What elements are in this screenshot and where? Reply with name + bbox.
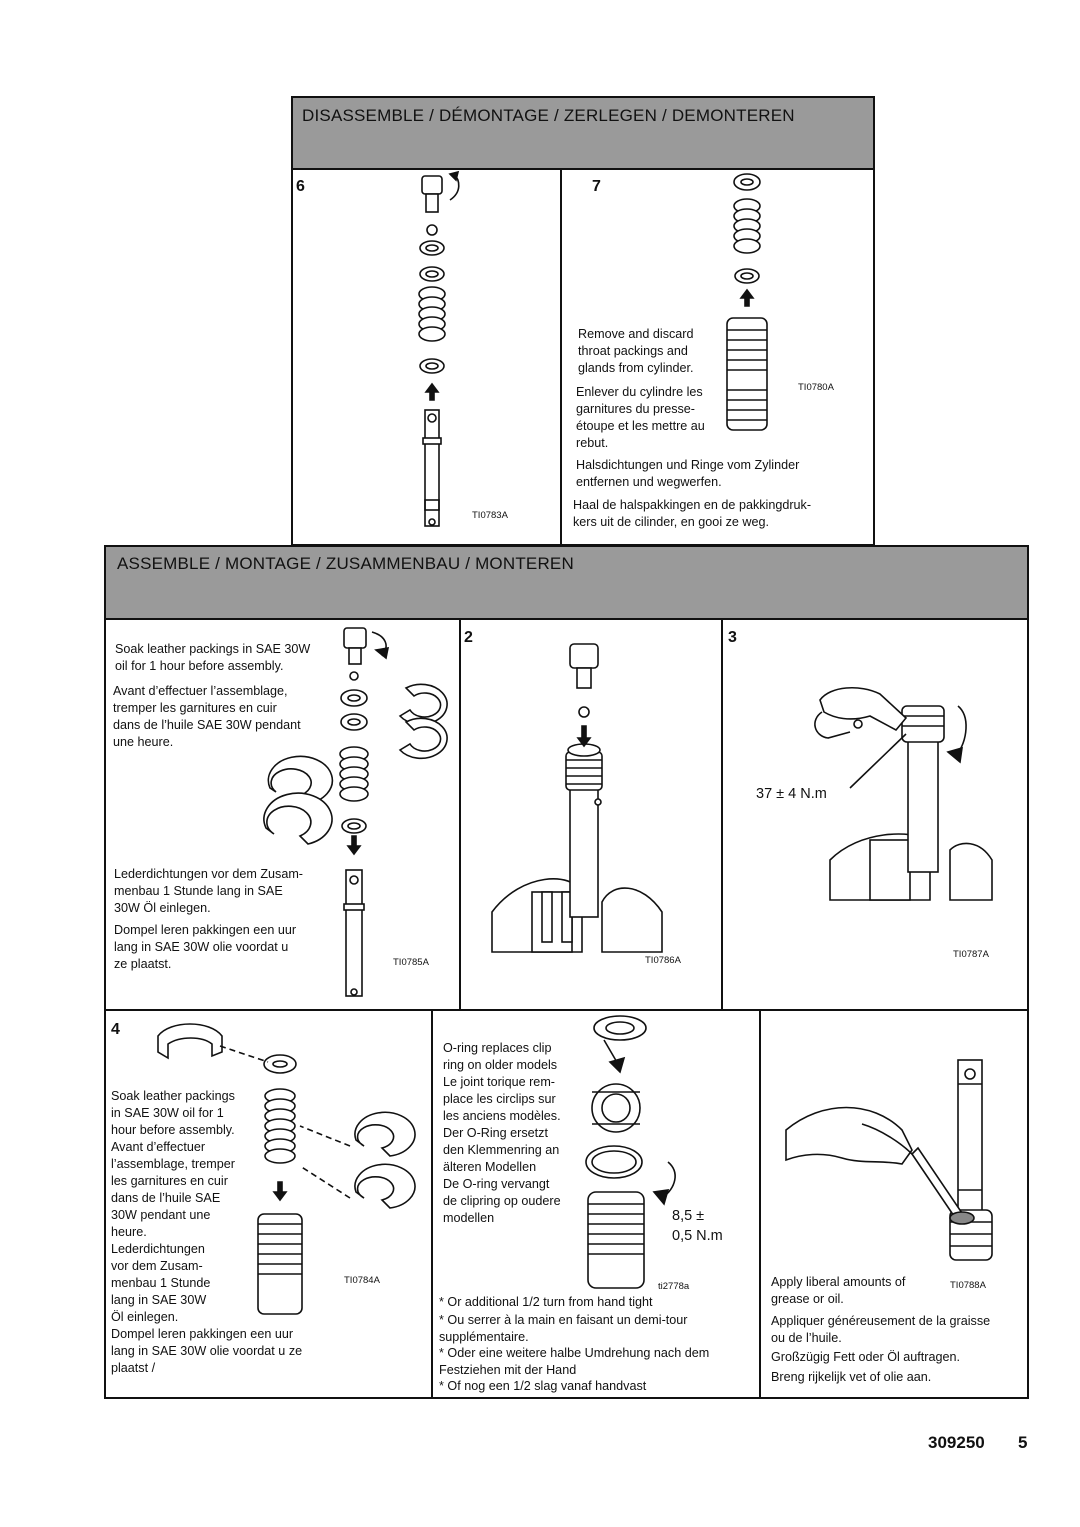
assemble-step6-text-en: Apply liberal amounts of grease or oil.	[771, 1275, 906, 1306]
assemble-step1-text-de: Lederdichtungen vor dem Zusam- menbau 1 …	[114, 867, 304, 915]
assemble-step5-text: O-ring replaces clip ring on older model…	[443, 1041, 561, 1225]
assemble-step3-figure-id: TI0787A	[953, 949, 989, 960]
assemble-row2-divider-2	[759, 1009, 761, 1399]
disassemble-step7-text-fr: Enlever du cylindre les garnitures du pr…	[576, 385, 705, 450]
disassemble-step6-figure-id: TI0783A	[472, 510, 508, 521]
assemble-step1-text-nl: Dompel leren pakkingen een uur lang in S…	[114, 923, 297, 971]
assemble-step6-text-de: Großzügig Fett oder Öl auftragen.	[771, 1350, 960, 1364]
assemble-row1-divider-1	[459, 618, 461, 1011]
disassemble-header	[291, 96, 875, 170]
assemble-step6-illustration	[785, 1059, 993, 1261]
document-number: 309250	[928, 1433, 985, 1452]
disassemble-divider	[560, 168, 562, 546]
assemble-step6-text-nl: Breng rijkelijk vet of olie aan.	[771, 1370, 932, 1384]
disassemble-step7-text-en: Remove and discard throat packings and g…	[578, 327, 694, 375]
assemble-step3-illustration	[814, 686, 993, 901]
assemble-step4-illustration	[157, 1023, 416, 1315]
assemble-row1-divider-2	[721, 618, 723, 1011]
assemble-step5-figure-id: ti2778a	[658, 1281, 690, 1292]
assemble-step6-text-fr: Appliquer généreusement de la graisse ou…	[771, 1314, 991, 1345]
disassemble-step6-illustration	[418, 170, 460, 527]
assemble-step5-note-4: * Of nog een 1/2 slag vanaf handvast	[439, 1379, 647, 1393]
assemble-step5-note-3: * Oder eine weitere halbe Umdrehung nach…	[439, 1346, 710, 1377]
assemble-step4-text: Soak leather packings in SAE 30W oil for…	[111, 1089, 303, 1375]
assemble-step2-figure-id: TI0786A	[645, 955, 681, 966]
assemble-step2-number: 2	[464, 629, 473, 646]
disassemble-step7-figure-id: TI0780A	[798, 382, 834, 393]
assemble-step6-figure-id: TI0788A	[950, 1280, 986, 1291]
assemble-step4-number: 4	[111, 1021, 120, 1038]
assemble-header	[104, 545, 1029, 620]
disassemble-step6-number: 6	[296, 178, 305, 195]
assemble-row2-divider-1	[431, 1009, 433, 1399]
assemble-step1-text-en: Soak leather packings in SAE 30W oil for…	[115, 642, 311, 673]
disassemble-step7-text-de: Halsdichtungen und Ringe vom Zylinder en…	[576, 458, 800, 489]
assemble-step4-figure-id: TI0784A	[344, 1275, 380, 1286]
assemble-row2-panel	[104, 1009, 1029, 1399]
assemble-title: ASSEMBLE / MONTAGE / ZUSAMMENBAU / MONTE…	[117, 554, 574, 573]
assemble-step1-text-fr: Avant d’effectuer l’assemblage, tremper …	[113, 684, 301, 749]
disassemble-step7-text-nl: Haal de halspakkingen en de pakkingdruk-…	[573, 498, 812, 529]
assemble-step5-note-2: * Ou serrer à la main en faisant un demi…	[439, 1313, 688, 1344]
assemble-step3-torque: 37 ± 4 N.m	[756, 786, 827, 802]
page-number: 5	[1018, 1433, 1028, 1452]
disassemble-step7-illustration	[726, 173, 768, 431]
assemble-step5-illustration	[585, 1015, 676, 1289]
assemble-step2-illustration	[491, 643, 663, 953]
assemble-step5-torque: 8,5 ± 0,5 N.m	[672, 1208, 723, 1244]
disassemble-title: DISASSEMBLE / DÉMONTAGE / ZERLEGEN / DEM…	[302, 106, 795, 125]
assemble-step3-number: 3	[728, 629, 737, 646]
assemble-step1-illustration	[263, 627, 448, 997]
assemble-step5-note-1: * Or additional 1/2 turn from hand tight	[439, 1295, 653, 1309]
assemble-step1-figure-id: TI0785A	[393, 957, 429, 968]
disassemble-step7-number: 7	[592, 178, 601, 195]
